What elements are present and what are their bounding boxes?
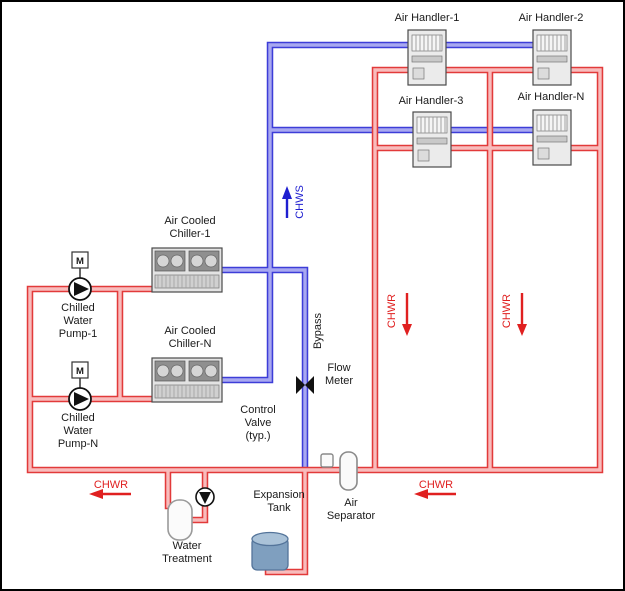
chilled-water-pump-n: M — [68, 361, 92, 411]
chwr-label-riser-1: CHWR — [386, 294, 398, 328]
chwr-label-bottom-right: CHWR — [419, 479, 453, 491]
air-handler-2-icon — [532, 29, 572, 86]
svg-text:Chiller-1: Chiller-1 — [170, 228, 211, 240]
svg-text:Air Cooled: Air Cooled — [164, 325, 215, 337]
pump-icon — [68, 277, 92, 301]
svg-text:(typ.): (typ.) — [245, 430, 270, 442]
svg-text:Treatment: Treatment — [162, 553, 212, 565]
svg-text:Tank: Tank — [267, 502, 291, 514]
motor-label: M — [76, 366, 84, 377]
svg-text:Valve: Valve — [245, 417, 272, 429]
svg-text:Pump-1: Pump-1 — [59, 328, 98, 340]
air-handler-3-icon — [412, 111, 452, 168]
expansion-tank-label: Expansion Tank — [253, 489, 304, 514]
pump-icon — [68, 387, 92, 411]
flow-meter-label: Flow Meter — [325, 362, 353, 387]
svg-text:Pump-N: Pump-N — [58, 438, 98, 450]
expansion-tank-icon — [251, 531, 289, 571]
svg-text:Control: Control — [240, 404, 275, 416]
svg-text:Chiller-N: Chiller-N — [169, 338, 212, 350]
chiller-n-label: Air Cooled Chiller-N — [164, 325, 215, 350]
svg-text:Expansion: Expansion — [253, 489, 304, 501]
chws-label: CHWS — [294, 185, 306, 219]
air-handler-1-icon — [407, 29, 447, 86]
control-valve-label: Control Valve (typ.) — [240, 404, 275, 442]
chwr-flow-arrow-bottom-left — [89, 489, 131, 499]
water-treatment-tank-icon — [167, 499, 193, 541]
water-treatment-label: Water Treatment — [162, 540, 212, 565]
chwr-flow-arrow-riser-1 — [402, 293, 412, 336]
air-separator-label: Air Separator — [327, 497, 376, 522]
motor-label: M — [76, 256, 84, 267]
air-cooled-chiller-n-icon — [151, 357, 223, 403]
air-handler-1-label: Air Handler-1 — [395, 12, 460, 24]
air-handler-3-label: Air Handler-3 — [399, 95, 464, 107]
svg-text:Air Cooled: Air Cooled — [164, 215, 215, 227]
svg-text:Water: Water — [64, 425, 93, 437]
chws-flow-arrow — [282, 186, 292, 218]
air-handler-2-label: Air Handler-2 — [519, 12, 584, 24]
air-separator-icon — [339, 451, 358, 491]
svg-text:Separator: Separator — [327, 510, 376, 522]
flow-meter-valve-icon — [296, 376, 314, 394]
chilled-water-pump-1: M — [68, 251, 92, 301]
chwr-flow-arrow-riser-2 — [517, 293, 527, 336]
pump-n-label: Chilled Water Pump-N — [58, 412, 98, 450]
svg-text:Air: Air — [344, 497, 358, 509]
water-treatment-pump-icon — [195, 487, 215, 507]
air-cooled-chiller-1-icon — [151, 247, 223, 293]
chiller-1-label: Air Cooled Chiller-1 — [164, 215, 215, 240]
svg-text:Water: Water — [173, 540, 202, 552]
pipe-fitting-icon — [320, 453, 334, 468]
chwr-label-riser-2: CHWR — [501, 294, 513, 328]
svg-text:Flow: Flow — [327, 362, 350, 374]
chwr-flow-arrow-bottom-right — [414, 489, 456, 499]
svg-text:Meter: Meter — [325, 375, 353, 387]
svg-text:Water: Water — [64, 315, 93, 327]
chwr-label-bottom-left: CHWR — [94, 479, 128, 491]
air-handler-n-label: Air Handler-N — [518, 91, 585, 103]
bypass-label: Bypass — [312, 312, 324, 349]
svg-text:Chilled: Chilled — [61, 302, 95, 314]
pump-1-label: Chilled Water Pump-1 — [59, 302, 98, 340]
svg-text:Chilled: Chilled — [61, 412, 95, 424]
air-handler-n-icon — [532, 109, 572, 166]
